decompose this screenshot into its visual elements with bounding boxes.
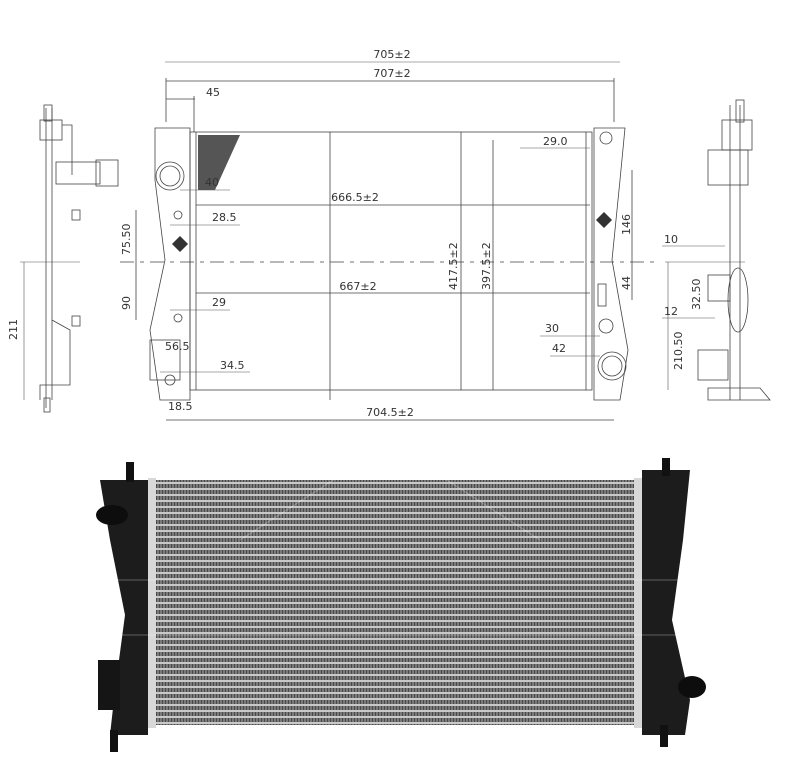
dim-211: 211 [7, 319, 20, 340]
dim-56-5: 56.5 [165, 340, 190, 353]
dim-210-50: 210.50 [672, 332, 685, 371]
left-tank [100, 480, 148, 735]
dim-29: 29 [212, 296, 226, 309]
radiator-photo [96, 449, 706, 752]
right-side-view: 210.50 10 32.50 12 [662, 99, 771, 401]
dim-28-5: 28.5 [212, 211, 237, 224]
right-outlet-hose-neck [678, 676, 706, 698]
dim-34-5: 34.5 [220, 359, 245, 372]
dim-705: 705±2 [373, 48, 410, 61]
dim-12: 12 [664, 305, 678, 318]
dim-10: 10 [664, 233, 678, 246]
dim-75-50: 75.50 [120, 224, 133, 256]
dim-40: 40 [205, 176, 219, 189]
dim-417-5: 417.5±2 [447, 242, 460, 290]
radiator-core [150, 480, 640, 725]
dim-666-5: 666.5±2 [331, 191, 379, 204]
dim-707: 707±2 [373, 67, 410, 80]
dim-667: 667±2 [339, 280, 376, 293]
dim-90: 90 [120, 296, 133, 310]
dim-704-5: 704.5±2 [366, 406, 414, 419]
front-view: 705±2 707±2 45 66 [120, 48, 660, 421]
dim-18-5: 18.5 [168, 400, 193, 413]
dim-45: 45 [206, 86, 220, 99]
dim-397-5: 397.5±2 [480, 242, 493, 290]
left-side-view: 211 [7, 104, 119, 413]
dim-42: 42 [552, 342, 566, 355]
right-tank [642, 470, 690, 735]
dim-146: 146 [620, 214, 633, 235]
dim-44: 44 [620, 276, 633, 290]
dim-32-50: 32.50 [690, 279, 703, 311]
dim-30: 30 [545, 322, 559, 335]
left-inlet-hose-neck [96, 505, 128, 525]
nrf-watermark [109, 449, 691, 636]
dim-29-0: 29.0 [543, 135, 568, 148]
technical-drawing: 211 705±2 707±2 45 [7, 48, 771, 421]
